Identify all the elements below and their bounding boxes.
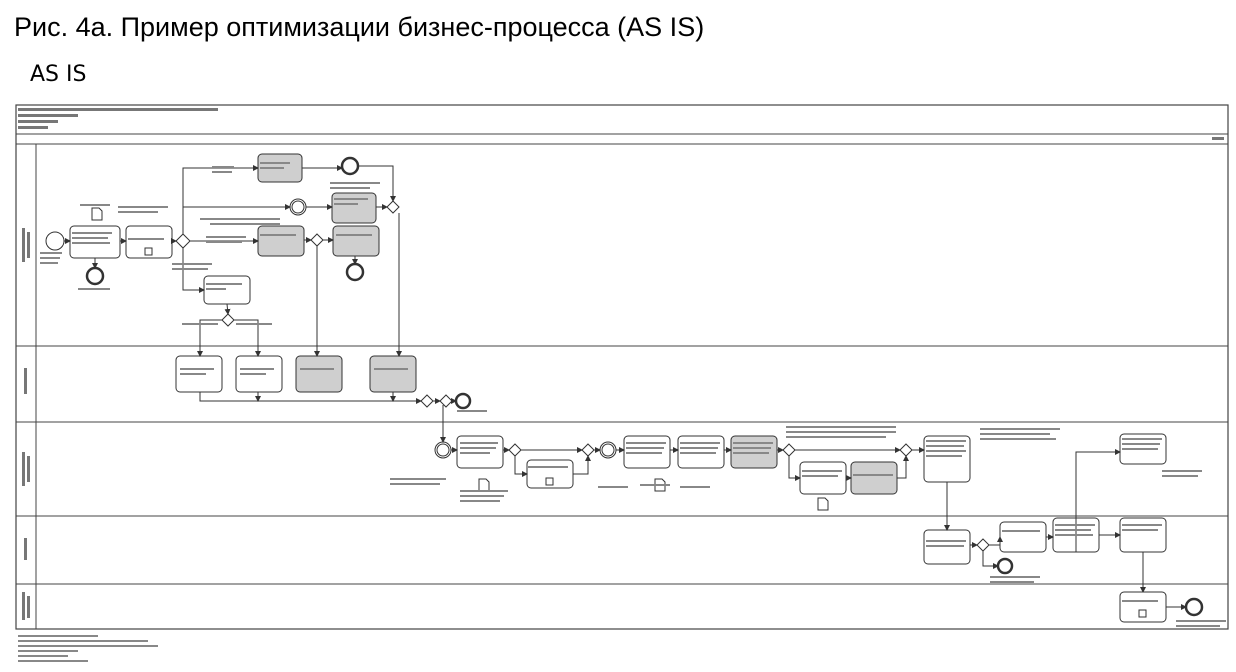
end-event bbox=[340, 156, 360, 176]
end-event bbox=[454, 392, 472, 410]
task-shaded bbox=[331, 192, 377, 224]
gateway bbox=[439, 394, 453, 408]
lane2-flows bbox=[197, 213, 457, 404]
subprocess-marker bbox=[1138, 609, 1147, 618]
lane3-flows bbox=[440, 405, 925, 481]
intermediate-event-inner bbox=[436, 443, 450, 457]
task-shaded bbox=[850, 461, 898, 495]
task bbox=[1119, 517, 1167, 553]
task-shaded bbox=[295, 355, 343, 393]
lane4-flows bbox=[944, 449, 1146, 593]
task bbox=[799, 461, 847, 495]
task-shaded bbox=[332, 225, 380, 257]
pool-header-text bbox=[18, 108, 1224, 140]
figure-subtitle: AS IS bbox=[30, 62, 87, 87]
gateway bbox=[386, 200, 400, 214]
intermediate-event-inner bbox=[601, 443, 615, 457]
document-icon bbox=[91, 207, 103, 221]
subprocess-marker bbox=[144, 247, 153, 256]
end-event bbox=[1184, 597, 1204, 617]
intermediate-event-inner bbox=[291, 200, 305, 214]
document-icon bbox=[478, 478, 490, 492]
lane-labels bbox=[22, 228, 30, 620]
legend-micro-text bbox=[18, 635, 158, 662]
task bbox=[923, 435, 971, 483]
subprocess-marker bbox=[545, 477, 554, 486]
gateway bbox=[221, 313, 235, 327]
end-event bbox=[85, 266, 105, 286]
annotation-micro-text bbox=[40, 162, 1226, 627]
gateway bbox=[420, 394, 434, 408]
end-event bbox=[345, 262, 365, 282]
end-event bbox=[996, 557, 1014, 575]
document-icon bbox=[817, 497, 829, 511]
task-shaded bbox=[257, 225, 305, 257]
lane1-flows bbox=[64, 165, 396, 315]
start-event bbox=[45, 231, 65, 251]
task bbox=[999, 521, 1047, 553]
task-shaded bbox=[369, 355, 417, 393]
figure-title: Рис. 4а. Пример оптимизации бизнес-проце… bbox=[14, 12, 705, 42]
